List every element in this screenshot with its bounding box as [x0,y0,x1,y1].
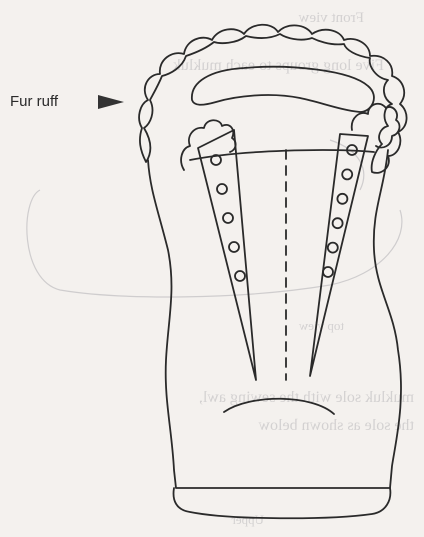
bleed-awl-line-2: the sole as shown below [258,417,414,434]
left-fur-clump [181,120,236,170]
label-arrow-icon [98,95,124,109]
left-eyelet-2 [217,184,227,194]
left-eyelet-4 [229,242,239,252]
right-eyelet-3 [337,194,347,204]
boot-sole [174,488,391,518]
right-eyelet-5 [328,243,338,253]
boot-leg-outline [148,150,401,488]
fur-ruff-label: Fur ruff [10,93,59,110]
bleed-upper: Upper [231,512,264,527]
bleed-sole-outline [27,190,402,297]
right-eyelet-6 [323,267,333,277]
right-eyelet-4 [333,218,343,228]
left-eyelet-5 [235,271,245,281]
right-fur-clump [352,104,400,148]
bleed-five-line: Five long groups to each mukluk [173,57,384,74]
bleed-awl-line-1: mukluk sole with the sewing awl, [199,389,414,406]
bleed-through-layer: Front view Five long groups to each mukl… [27,10,414,527]
right-gusset [310,134,368,376]
right-eyelets [323,145,357,277]
left-eyelet-3 [223,213,233,223]
bleed-front-view: Front view [298,10,364,26]
left-gusset [198,130,256,380]
right-eyelet-2 [342,169,352,179]
